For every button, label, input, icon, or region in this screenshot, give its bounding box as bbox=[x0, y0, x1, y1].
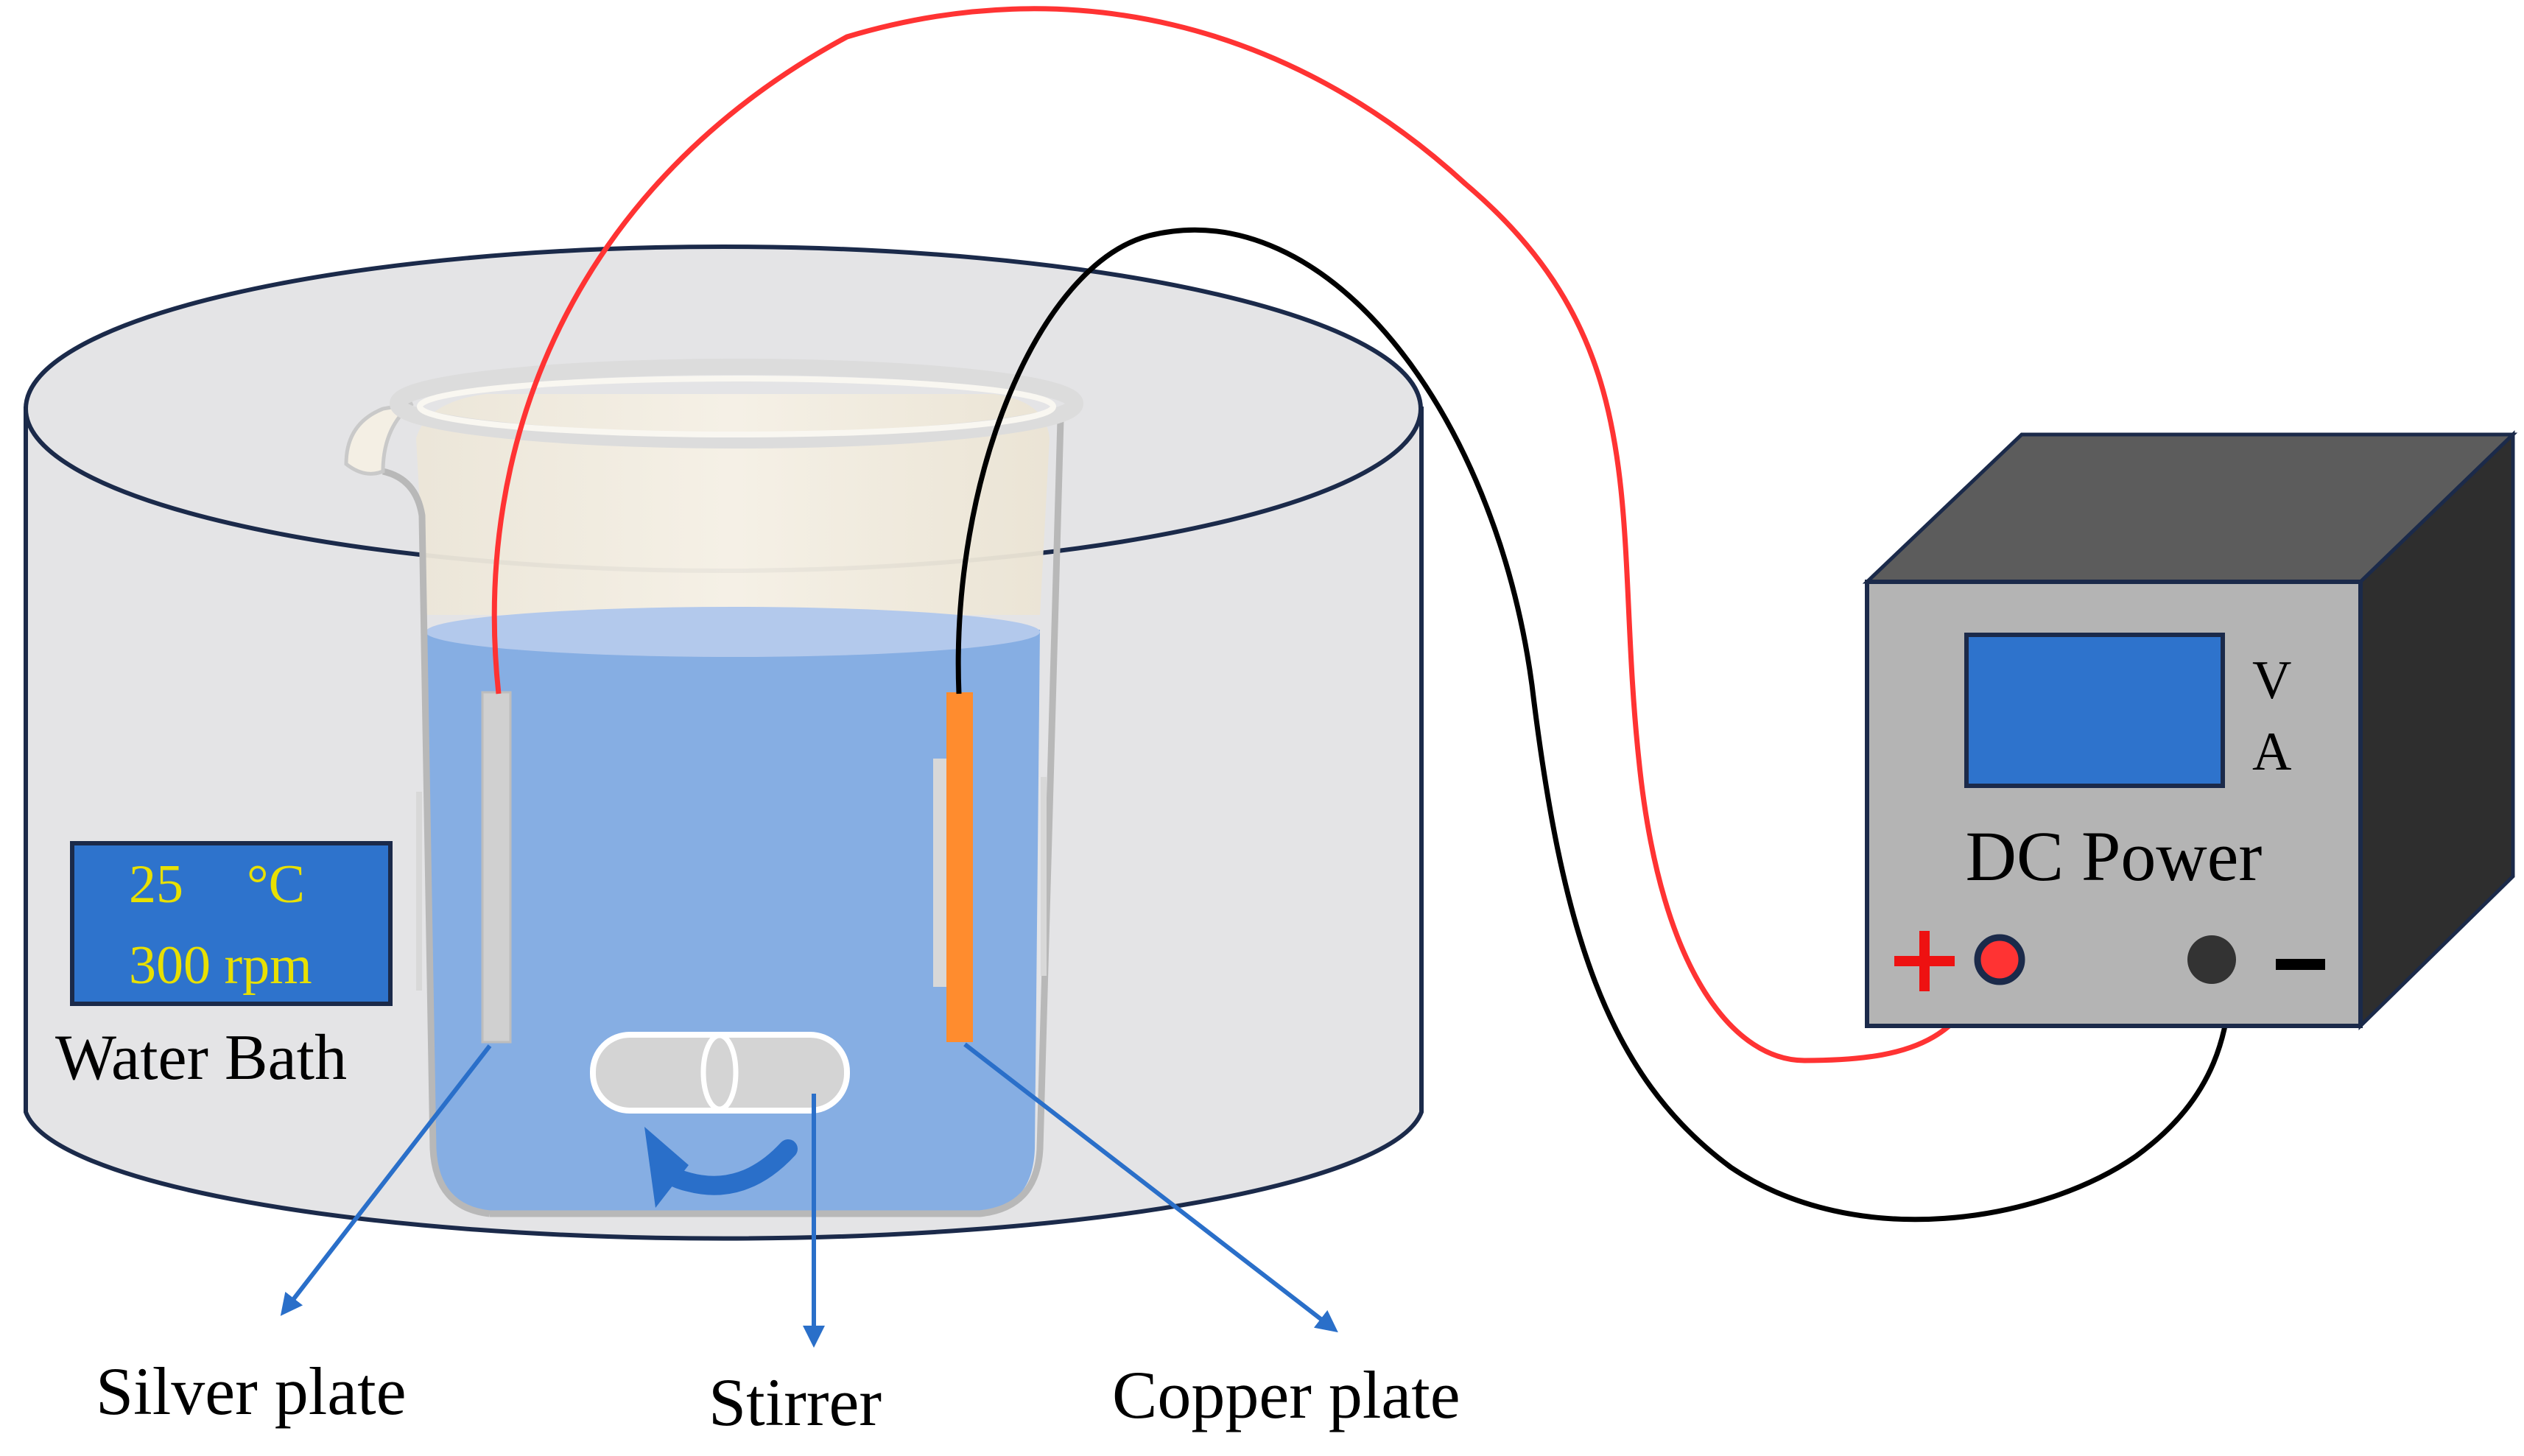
negative-terminal bbox=[2187, 935, 2236, 984]
display-temp-unit: °C bbox=[247, 854, 305, 915]
silver-plate-label: Silver plate bbox=[96, 1354, 407, 1429]
silver-plate-arrow bbox=[280, 1044, 492, 1316]
copper-plate-label: Copper plate bbox=[1112, 1357, 1460, 1432]
meter-label-a: A bbox=[2252, 722, 2291, 782]
dc-power-supply: V A DC Power + − bbox=[1862, 430, 2518, 1030]
beaker-mark-left bbox=[416, 792, 422, 991]
negative-terminal-icon: − bbox=[2276, 959, 2325, 970]
electrolyte-surface bbox=[426, 607, 1040, 657]
psu-meter-display bbox=[1964, 633, 2225, 788]
copper-plate bbox=[946, 692, 973, 1042]
beaker-mark-right bbox=[1041, 777, 1047, 976]
display-speed: 300 rpm bbox=[129, 935, 312, 996]
electrolyte-solution bbox=[426, 630, 1040, 1211]
black-wire bbox=[955, 227, 2235, 1223]
rotation-arrow-icon bbox=[644, 1127, 798, 1208]
beaker-wall-right bbox=[490, 419, 1064, 1217]
beaker-wall-left bbox=[382, 468, 491, 1217]
psu-label: DC Power bbox=[1966, 817, 2263, 896]
water-bath-label: Water Bath bbox=[55, 1022, 347, 1094]
red-wire bbox=[491, 6, 1999, 1063]
stirrer-label: Stirrer bbox=[709, 1365, 882, 1440]
beaker-glass-upper bbox=[416, 394, 1050, 615]
beaker-rim bbox=[390, 359, 1083, 449]
beaker bbox=[344, 359, 1083, 1217]
positive-terminal bbox=[1974, 934, 2025, 985]
beaker-spout bbox=[344, 401, 414, 476]
stir-bar bbox=[590, 1032, 850, 1114]
beaker-rim-inner bbox=[417, 376, 1056, 437]
water-bath-display bbox=[70, 841, 393, 1006]
display-temp-value: 25 bbox=[129, 854, 183, 915]
copper-plate-arrow bbox=[963, 1042, 1338, 1333]
meter-label-v: V bbox=[2252, 650, 2291, 711]
silver-plate bbox=[481, 691, 512, 1044]
positive-terminal-icon: + bbox=[1894, 931, 1955, 991]
